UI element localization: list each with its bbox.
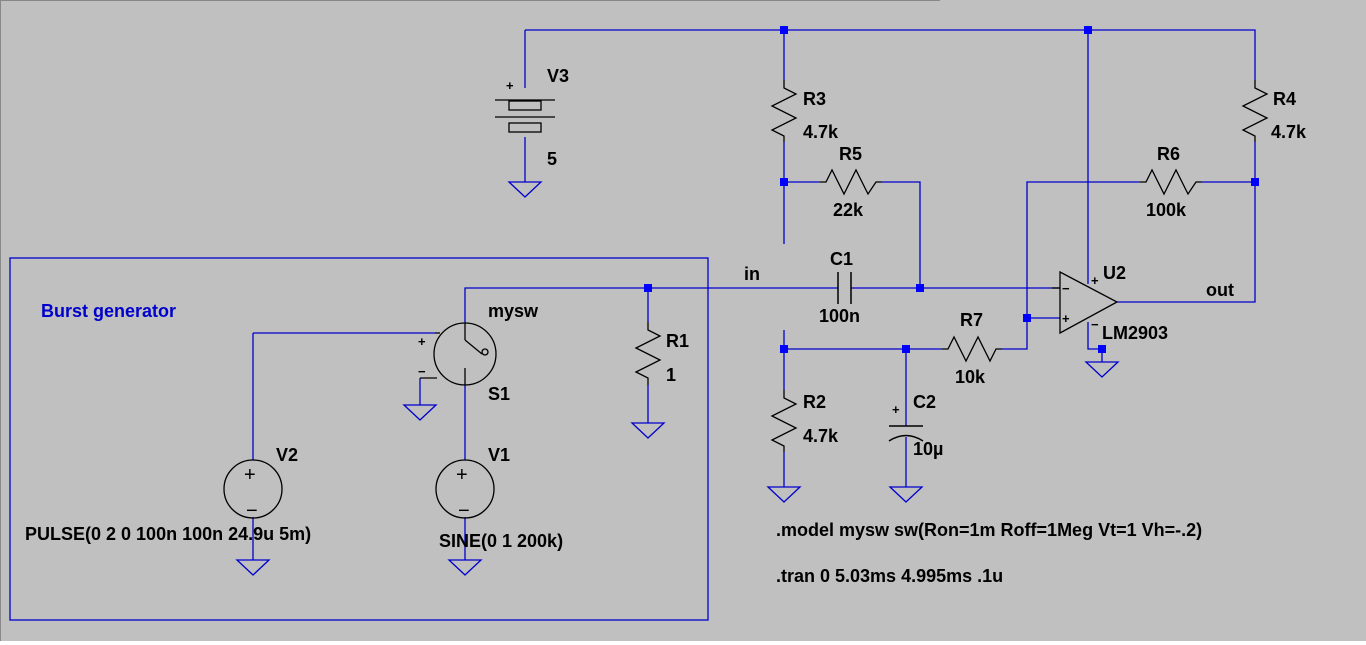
v2-minus-mark: − xyxy=(246,500,258,522)
ground-icon-u2 xyxy=(1084,361,1120,378)
ground-icon-v2 xyxy=(235,559,271,576)
resistor-r5[interactable] xyxy=(820,168,882,196)
s1-model[interactable]: mysw xyxy=(488,301,539,321)
ground-icon-r2 xyxy=(766,486,802,503)
source-v2[interactable] xyxy=(223,459,283,519)
c1-name[interactable]: C1 xyxy=(830,249,853,269)
r5-name[interactable]: R5 xyxy=(839,144,862,164)
s1-plus-mark: + xyxy=(418,334,426,349)
resistor-r7[interactable] xyxy=(942,335,1002,363)
r7-value[interactable]: 10k xyxy=(955,367,986,387)
u2-vplus-mark: + xyxy=(1091,273,1099,288)
r3-value[interactable]: 4.7k xyxy=(803,122,839,142)
window-left-border xyxy=(0,0,1,645)
v2-name[interactable]: V2 xyxy=(276,445,298,465)
v2-plus-mark: + xyxy=(244,464,256,486)
v3-plus-mark: + xyxy=(506,78,514,93)
r4-value[interactable]: 4.7k xyxy=(1271,122,1307,142)
junction-dot[interactable] xyxy=(1251,178,1259,186)
junction-dot[interactable] xyxy=(1084,26,1092,34)
window-top-border xyxy=(0,0,940,1)
v3-value[interactable]: 5 xyxy=(547,149,557,169)
v2-value[interactable]: PULSE(0 2 0 100n 100n 24.9u 5m) xyxy=(25,524,311,544)
capacitor-c1[interactable] xyxy=(837,272,852,304)
v1-minus-mark: − xyxy=(458,500,470,522)
u2-name[interactable]: U2 xyxy=(1103,263,1126,283)
u2-noninv-input-mark: + xyxy=(1062,311,1070,326)
wire-r5-right[interactable] xyxy=(882,181,921,288)
resistor-r6[interactable] xyxy=(1140,168,1202,196)
junction-dot[interactable] xyxy=(780,178,788,186)
switch-s1[interactable] xyxy=(420,322,497,386)
c2-name[interactable]: C2 xyxy=(913,392,936,412)
junction-dot[interactable] xyxy=(902,345,910,353)
wire-u2-gnd[interactable] xyxy=(1087,322,1103,362)
r7-name[interactable]: R7 xyxy=(960,310,983,330)
junction-layer xyxy=(644,26,1259,353)
window-bottom-border xyxy=(0,641,1366,645)
junction-dot[interactable] xyxy=(916,284,924,292)
r3-name[interactable]: R3 xyxy=(803,89,826,109)
tran-directive[interactable]: .tran 0 5.03ms 4.995ms .1u xyxy=(776,566,1003,586)
resistor-r2[interactable] xyxy=(770,390,798,452)
ground-layer xyxy=(235,181,1120,576)
r5-value[interactable]: 22k xyxy=(833,200,864,220)
r4-name[interactable]: R4 xyxy=(1273,89,1296,109)
v1-name[interactable]: V1 xyxy=(488,445,510,465)
ground-icon-s1 xyxy=(402,404,438,421)
wire-r7-right[interactable] xyxy=(1002,181,1140,350)
v3-name[interactable]: V3 xyxy=(547,66,569,86)
ground-icon-c2 xyxy=(888,486,924,503)
junction-dot[interactable] xyxy=(644,284,652,292)
c1-value[interactable]: 100n xyxy=(819,306,860,326)
burst-generator-box[interactable] xyxy=(9,257,709,621)
net-label-out[interactable]: out xyxy=(1206,280,1234,300)
source-v1[interactable] xyxy=(435,459,495,519)
v1-plus-mark: + xyxy=(456,464,468,486)
r6-name[interactable]: R6 xyxy=(1157,144,1180,164)
resistor-r4[interactable] xyxy=(1241,80,1269,142)
junction-dot[interactable] xyxy=(780,345,788,353)
r2-name[interactable]: R2 xyxy=(803,392,826,412)
resistor-r1[interactable] xyxy=(634,322,662,385)
ground-icon-r1 xyxy=(630,422,666,439)
c2-value[interactable]: 10µ xyxy=(913,439,943,459)
opamp-u2[interactable] xyxy=(1052,270,1119,335)
v1-value[interactable]: SINE(0 1 200k) xyxy=(439,531,563,551)
ground-icon-v1 xyxy=(447,559,483,576)
u2-inv-input-mark: − xyxy=(1062,281,1070,296)
wire-in-net[interactable] xyxy=(464,287,838,323)
s1-minus-mark: − xyxy=(418,364,426,379)
ground-icon-v3 xyxy=(507,181,543,198)
junction-dot[interactable] xyxy=(1098,345,1106,353)
model-directive[interactable]: .model mysw sw(Ron=1m Roff=1Meg Vt=1 Vh=… xyxy=(776,520,1202,540)
s1-name[interactable]: S1 xyxy=(488,384,510,404)
burst-generator-label[interactable]: Burst generator xyxy=(41,301,176,321)
capacitor-c2[interactable] xyxy=(888,425,924,442)
r2-value[interactable]: 4.7k xyxy=(803,426,839,446)
c2-plus-mark: + xyxy=(892,402,900,417)
junction-dot[interactable] xyxy=(1023,314,1031,322)
wire-r4-bottom[interactable] xyxy=(1117,142,1256,303)
battery-v3[interactable] xyxy=(495,99,555,133)
r1-value[interactable]: 1 xyxy=(666,365,676,385)
r1-name[interactable]: R1 xyxy=(666,331,689,351)
component-layer xyxy=(223,80,1269,519)
u2-value[interactable]: LM2903 xyxy=(1102,323,1168,343)
junction-dot[interactable] xyxy=(780,26,788,34)
wire-top-rail[interactable] xyxy=(525,29,1256,80)
net-label-in[interactable]: in xyxy=(744,264,760,284)
resistor-r3[interactable] xyxy=(770,80,798,142)
u2-vminus-mark: − xyxy=(1091,317,1099,332)
r6-value[interactable]: 100k xyxy=(1146,200,1187,220)
